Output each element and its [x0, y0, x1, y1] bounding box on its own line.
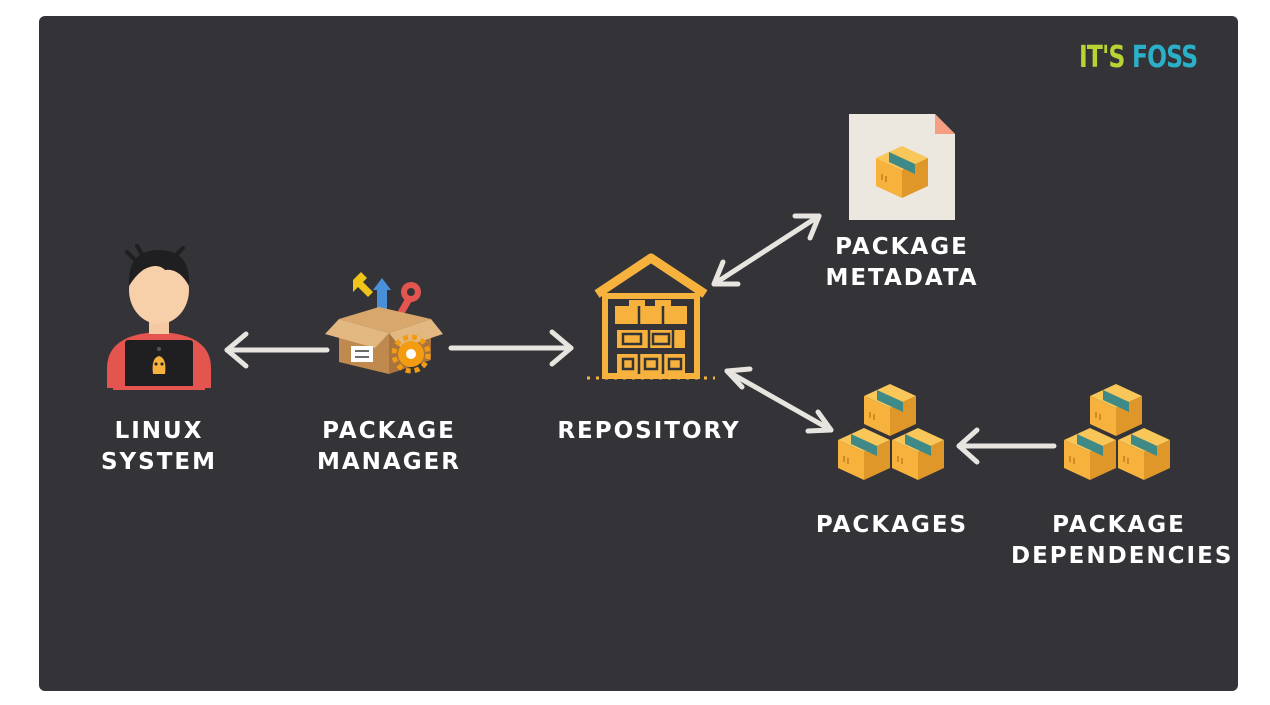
label-line: PACKAGE	[1052, 512, 1186, 538]
arrow-repository-packages	[724, 366, 834, 434]
label-line: PACKAGES	[815, 512, 969, 538]
label-package-metadata: PACKAGE METADATA	[819, 232, 985, 294]
label-package-manager: PACKAGE MANAGER	[304, 416, 474, 478]
package-stack-icon	[1063, 383, 1171, 481]
toolbox-icon	[325, 272, 443, 374]
arrow-manager-to-linux	[224, 331, 330, 369]
label-line: METADATA	[825, 265, 979, 291]
arrow-dependencies-to-packages	[956, 427, 1057, 465]
label-line: PACKAGE	[322, 418, 456, 444]
arrow-manager-to-repository	[448, 329, 574, 367]
label-linux-system: LINUX SYSTEM	[79, 416, 239, 478]
label-line: SYSTEM	[100, 449, 218, 475]
linux-user-icon	[107, 244, 211, 390]
brand-logo-part1: IT'S	[1079, 40, 1125, 75]
arrow-repository-metadata	[711, 213, 822, 287]
package-stack-icon	[837, 383, 945, 481]
diagram-canvas	[107, 114, 1171, 481]
label-line: REPOSITORY	[557, 418, 741, 444]
label-packages: PACKAGES	[804, 510, 980, 541]
label-line: PACKAGE	[835, 234, 969, 260]
label-package-dependencies: PACKAGE DEPENDENCIES	[1011, 510, 1234, 572]
diagram-card: IT'S FOSS LINUX SYSTEM PACKAGE MANAGER R…	[39, 16, 1238, 691]
metadata-document-icon	[849, 114, 955, 220]
label-line: MANAGER	[316, 449, 462, 475]
brand-logo: IT'S FOSS	[1079, 40, 1198, 75]
label-line: DEPENDENCIES	[1011, 543, 1234, 569]
warehouse-icon	[587, 253, 715, 380]
label-repository: REPOSITORY	[554, 416, 744, 447]
brand-logo-part2: FOSS	[1131, 40, 1198, 75]
label-line: LINUX	[114, 418, 204, 444]
